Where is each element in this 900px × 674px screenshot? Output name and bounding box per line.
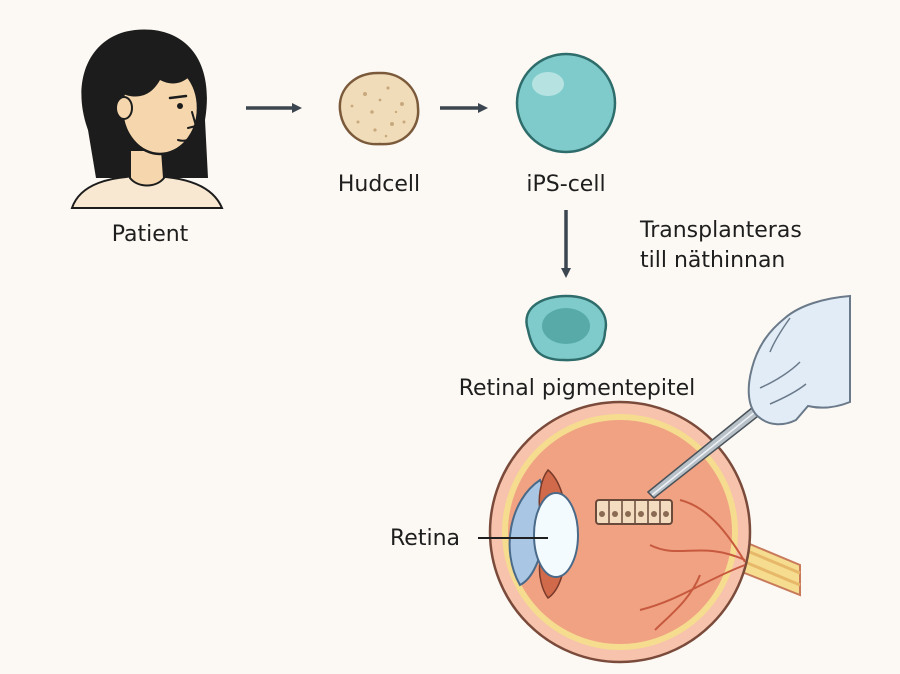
transplant-label-line2: till näthinnan — [640, 248, 786, 273]
gloved-hand-icon — [747, 294, 851, 426]
skin-cell-icon — [338, 71, 420, 146]
skin-cell-label: Hudcell — [337, 172, 421, 197]
rpe-label: Retinal pigmentepitel — [458, 376, 696, 401]
ips-cell-icon — [515, 52, 617, 154]
ips-cell-label: iPS-cell — [526, 172, 606, 197]
transplant-label-line1: Transplanteras — [640, 218, 802, 243]
rpe-cell-icon — [525, 294, 608, 362]
rpe-graft-icon — [595, 499, 673, 525]
eye-icon — [488, 400, 801, 664]
arrows — [246, 103, 571, 278]
patient-label: Patient — [111, 222, 189, 247]
patient-icon — [70, 29, 224, 209]
retina-label: Retina — [390, 526, 460, 551]
